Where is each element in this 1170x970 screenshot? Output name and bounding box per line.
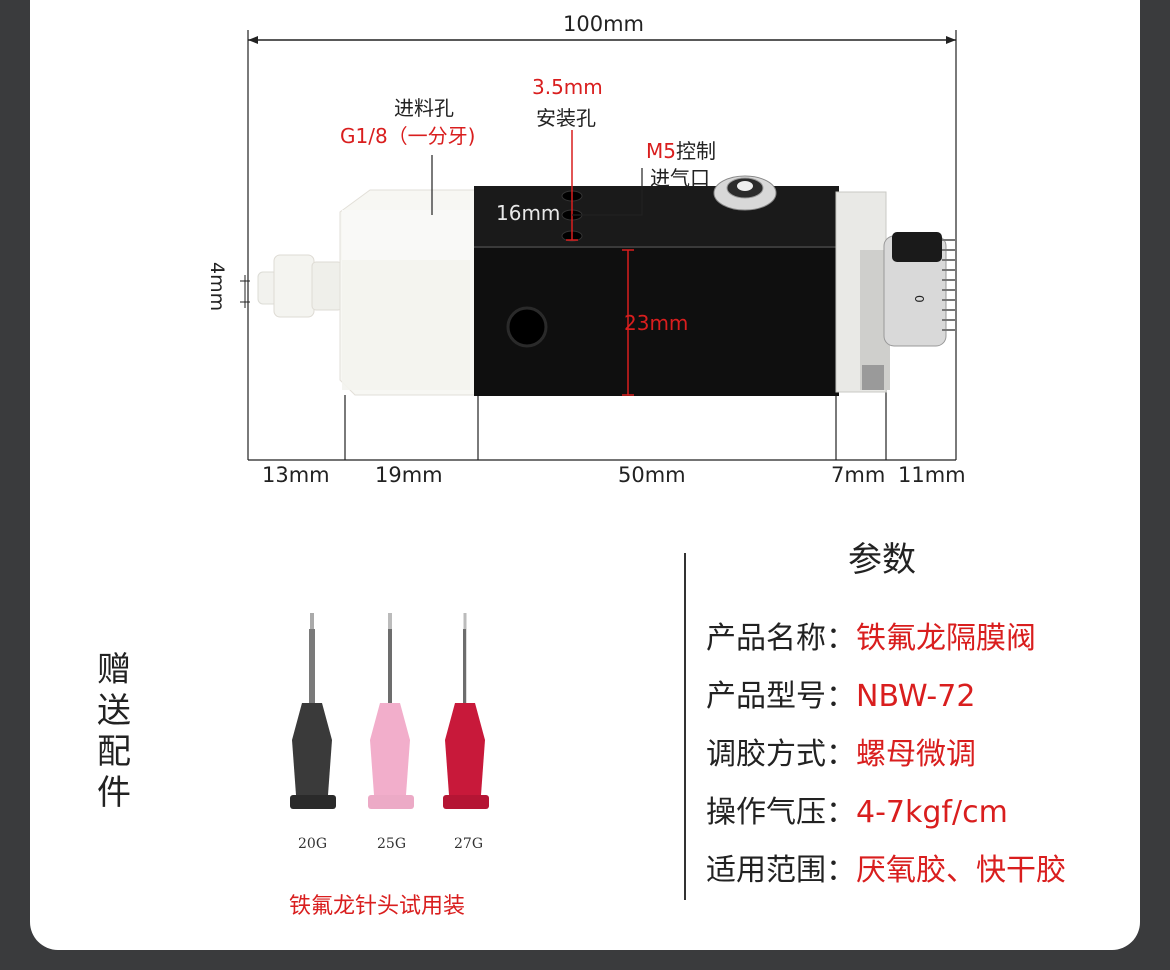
gift-char: 配 (97, 732, 131, 772)
gift-label: 赠 送 配 件 (94, 650, 134, 814)
product-card (30, 0, 1140, 950)
param-divider (684, 553, 686, 900)
mount-title: 安装孔 (536, 106, 596, 130)
valve-body (474, 175, 839, 396)
gift-char: 赠 (97, 650, 131, 690)
param-row: 适用范围：厌氧胶、快干胶 (706, 845, 1066, 889)
param-key: 操作气压： (706, 795, 856, 830)
gift-char: 件 (97, 773, 131, 813)
inlet-title: 进料孔 (394, 96, 454, 120)
svg-text:0: 0 (912, 295, 926, 303)
gift-char: 送 (97, 691, 131, 731)
overall-length-label: 100mm (563, 12, 644, 36)
valve-drawing: 0 (240, 30, 957, 461)
needle-20g (290, 613, 336, 809)
param-row: 产品型号：NBW-72 (706, 671, 975, 715)
needle-gauge-label: 27G (454, 836, 483, 852)
mount-size: 3.5mm (532, 75, 603, 99)
needle-25g (368, 613, 414, 809)
adjust-knob: 0 (835, 191, 955, 393)
param-row: 操作气压：4-7kgf/cm (706, 787, 1008, 831)
needle-set (290, 613, 489, 809)
param-key: 适用范围： (706, 853, 856, 888)
param-value: 4-7kgf/cm (856, 795, 1008, 830)
needle-27g (443, 613, 489, 809)
param-row: 调胶方式：螺母微调 (706, 729, 976, 773)
body-height-label: 23mm (624, 311, 689, 335)
needle-gauge-label: 20G (298, 836, 327, 852)
seg-7-label: 7mm (831, 463, 886, 487)
seg-50-label: 50mm (618, 463, 686, 487)
gift-caption: 铁氟龙针头试用装 (289, 894, 466, 919)
seg-13-label: 13mm (262, 463, 330, 487)
param-value: 铁氟龙隔膜阀 (856, 621, 1036, 656)
ptfe-block (339, 189, 481, 396)
seg-19-label: 19mm (375, 463, 443, 487)
param-value: 厌氧胶、快干胶 (856, 853, 1066, 888)
param-row: 产品名称：铁氟龙隔膜阀 (706, 613, 1036, 657)
param-value: NBW-72 (856, 679, 976, 714)
control-label: M5控制 (646, 135, 716, 164)
inlet-spec: G1/8（一分牙) (340, 124, 476, 148)
control-leader (572, 168, 643, 216)
param-key: 产品型号： (706, 679, 856, 714)
control-title-2: 进气口 (650, 166, 710, 190)
outlet-fitting (257, 254, 343, 318)
height-left-label: 4mm (206, 262, 228, 312)
needle-gauge-label: 25G (377, 836, 406, 852)
param-value: 螺母微调 (856, 737, 976, 772)
hole-spacing-label: 16mm (496, 201, 561, 225)
params-title: 参数 (848, 540, 916, 580)
seg-11-label: 11mm (898, 463, 966, 487)
param-key: 产品名称： (706, 621, 856, 656)
control-title: 控制 (675, 139, 716, 163)
param-key: 调胶方式： (706, 737, 856, 772)
control-spec: M5 (646, 139, 676, 163)
